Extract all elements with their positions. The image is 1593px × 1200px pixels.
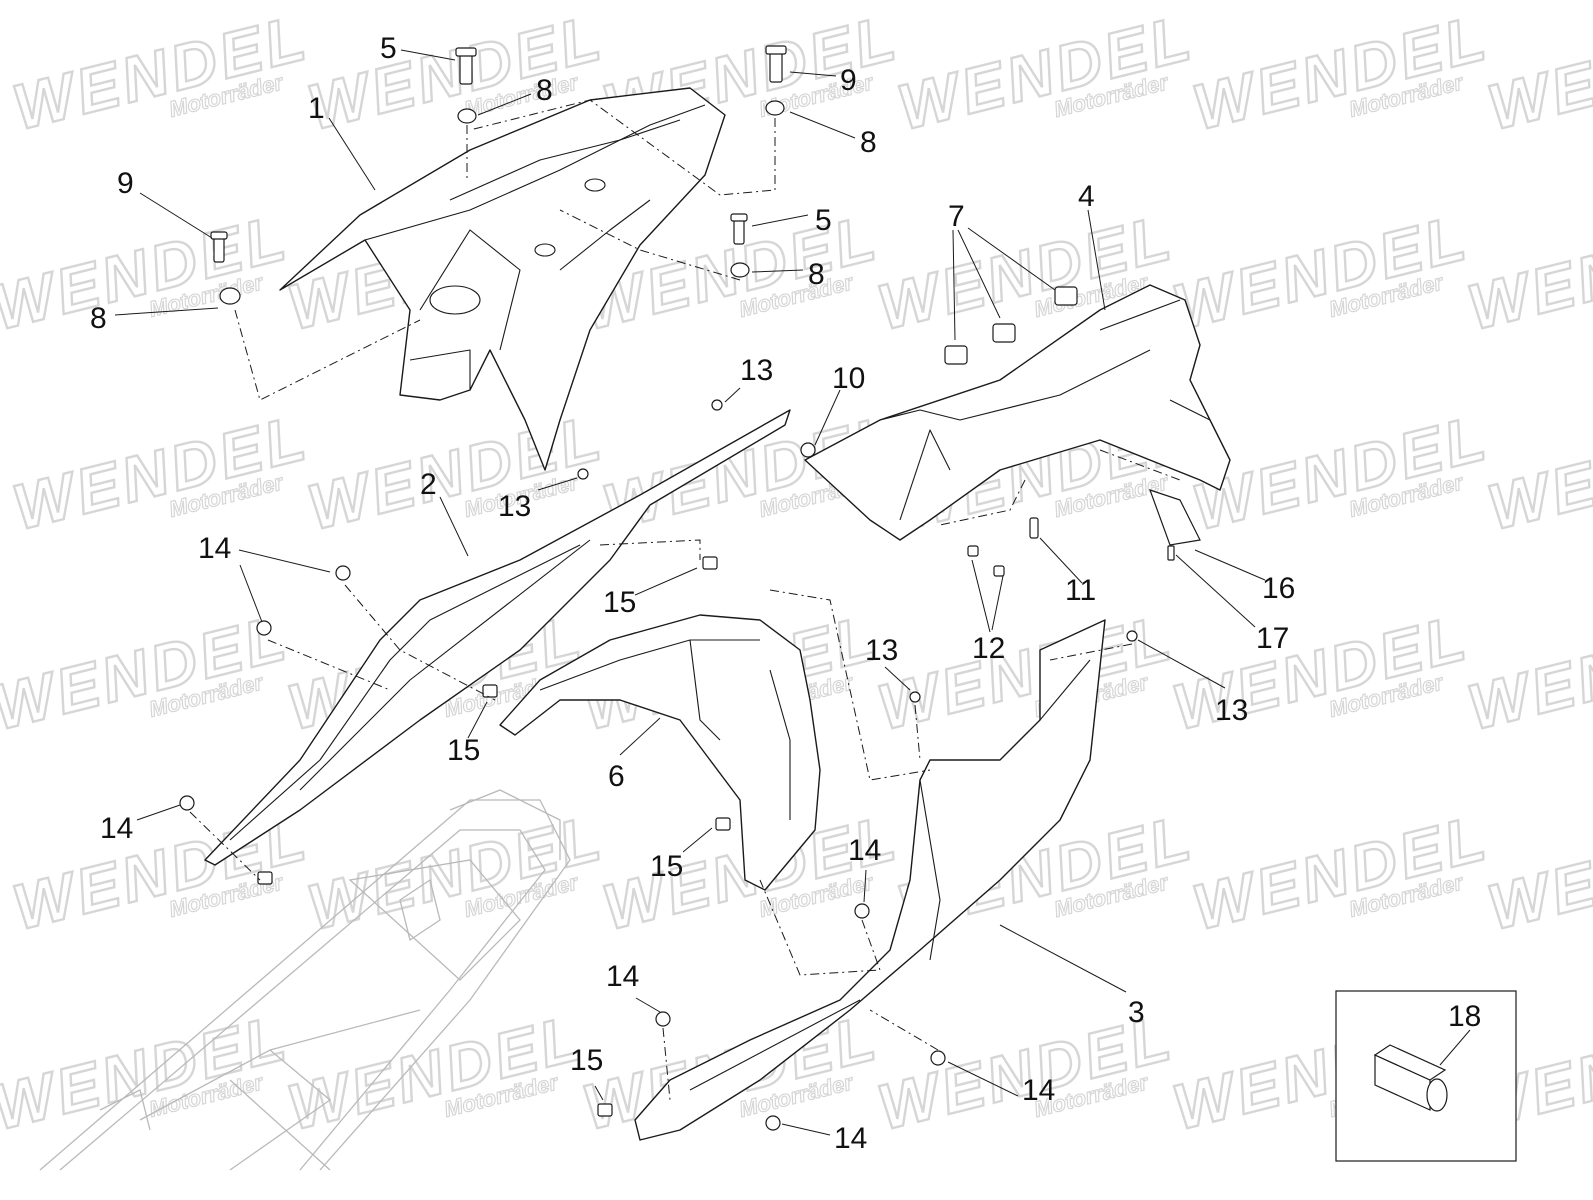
callout-14-lower: 14 (606, 960, 639, 993)
callout-6: 6 (608, 760, 625, 793)
callout-14-center: 14 (848, 834, 881, 867)
frame (39, 789, 571, 1171)
callout-12: 12 (972, 632, 1005, 665)
callout-15-left: 15 (447, 734, 480, 767)
callout-14-left-bottom: 14 (100, 812, 133, 845)
callout-4: 4 (1078, 180, 1095, 213)
callout-7: 7 (948, 200, 965, 233)
callout-8-left: 8 (90, 302, 107, 335)
leader-lines (114, 49, 1266, 1136)
watermark-brand: WENDEL (1481, 801, 1593, 944)
side-panel-part-3 (634, 619, 1106, 1141)
callout-5-mid: 5 (815, 204, 832, 237)
watermark-brand: WENDEL (1481, 401, 1593, 544)
watermark-brand: WENDEL (1481, 1, 1593, 144)
callout-11: 11 (1065, 574, 1096, 607)
callout-13-top: 13 (740, 354, 773, 387)
inset-part-18 (1335, 990, 1517, 1162)
callout-18: 18 (1448, 1000, 1481, 1033)
callout-13-center: 13 (865, 634, 898, 667)
callout-14-bottom-right: 14 (1022, 1074, 1055, 1107)
side-rail-part-2 (204, 409, 791, 866)
callout-15-bottom: 15 (570, 1044, 603, 1077)
callout-13-right: 13 (1215, 694, 1248, 727)
hardware (179, 45, 1201, 1131)
callout-15-top: 15 (603, 586, 636, 619)
callout-8-right: 8 (860, 126, 877, 159)
watermark-brand: WENDEL (1461, 201, 1593, 344)
callout-labels: 1 5 8 9 8 9 5 8 8 7 4 13 10 2 13 14 15 1… (90, 32, 1481, 1155)
callout-3: 3 (1128, 996, 1145, 1029)
callout-13-mid: 13 (498, 490, 531, 523)
callout-9-right: 9 (840, 64, 857, 97)
watermark-brand: WENDEL (1461, 601, 1593, 744)
rear-fender-part-4 (804, 284, 1231, 541)
callout-16: 16 (1262, 572, 1295, 605)
callout-9-left: 9 (117, 167, 134, 200)
callout-5-top: 5 (380, 32, 397, 65)
callout-17: 17 (1256, 622, 1289, 655)
callout-8-top: 8 (536, 74, 553, 107)
inner-mudguard-part-6 (499, 614, 821, 891)
tail-rack-part-1 (279, 87, 726, 471)
callout-8-mid: 8 (808, 258, 825, 291)
callout-1: 1 (308, 92, 325, 125)
callout-15-center: 15 (650, 850, 683, 883)
callout-10: 10 (832, 362, 865, 395)
alignment-lines (189, 99, 1181, 1101)
callout-14-left-top: 14 (198, 532, 231, 565)
callout-14-bottom: 14 (834, 1122, 867, 1155)
callout-2: 2 (420, 468, 437, 501)
